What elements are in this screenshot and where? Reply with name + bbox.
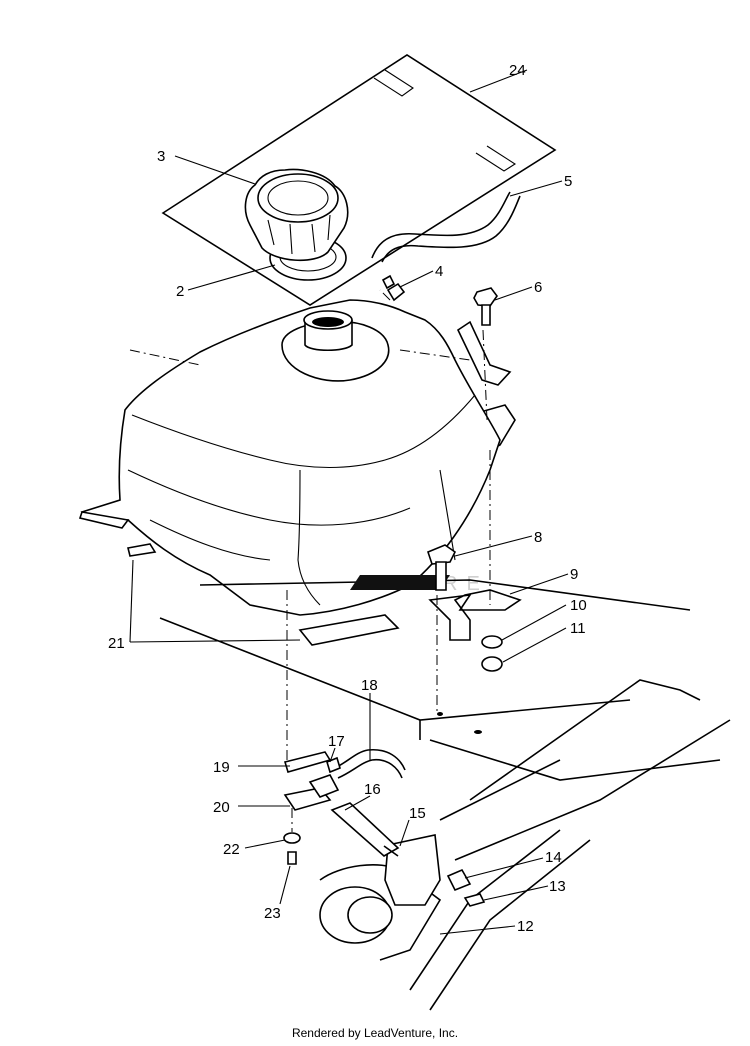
callout-11: 11 [570,620,586,637]
part-23-screw [287,851,297,865]
callout-24: 24 [509,62,526,79]
fuel-tank [80,299,501,616]
part-24-pad [161,54,557,306]
footer-credit: Rendered by LeadVenture, Inc. [291,1026,459,1040]
part-18-fuel-line [329,748,406,771]
callout-3: 3 [157,148,165,165]
part-4-fitting [381,274,406,302]
part-5-vent-hose [371,191,521,263]
part-20-petcock [283,774,340,811]
callout-4: 4 [435,263,443,280]
callout-8: 8 [534,529,542,546]
callout-10: 10 [570,597,587,614]
part-9-bracket [428,589,522,641]
callout-labels: 24 3 5 2 4 6 8 9 10 11 21 18 17 19 16 20… [108,62,587,935]
callout-15: 15 [409,805,426,822]
part-11-nut [481,656,503,672]
part-22-washer [283,832,301,844]
callout-18: 18 [361,677,378,694]
part-13-bolt [463,893,486,907]
leader-lines [129,69,569,935]
callout-17: 17 [328,733,345,750]
callout-22: 22 [223,841,240,858]
callout-21: 21 [108,635,125,652]
callout-23: 23 [264,905,281,922]
part-16-cable [330,802,400,857]
callout-14: 14 [545,849,562,866]
frame [159,575,731,1011]
part-3-fuel-cap [244,168,349,262]
callout-2: 2 [176,283,184,300]
part-19-plate [283,751,332,773]
part-10-washer [481,635,503,649]
callout-6: 6 [534,279,542,296]
part-6-bolt [473,287,498,326]
part-21-pads [78,511,400,646]
callout-12: 12 [517,918,534,935]
callout-13: 13 [549,878,566,895]
alignment-lines [129,289,491,832]
callout-16: 16 [364,781,381,798]
callout-5: 5 [564,173,572,190]
part-8-bolt [427,544,457,591]
callout-20: 20 [213,799,230,816]
part-14-plate [384,834,472,906]
part-12-mount [319,864,442,961]
callout-19: 19 [213,759,230,776]
callout-9: 9 [570,566,578,583]
